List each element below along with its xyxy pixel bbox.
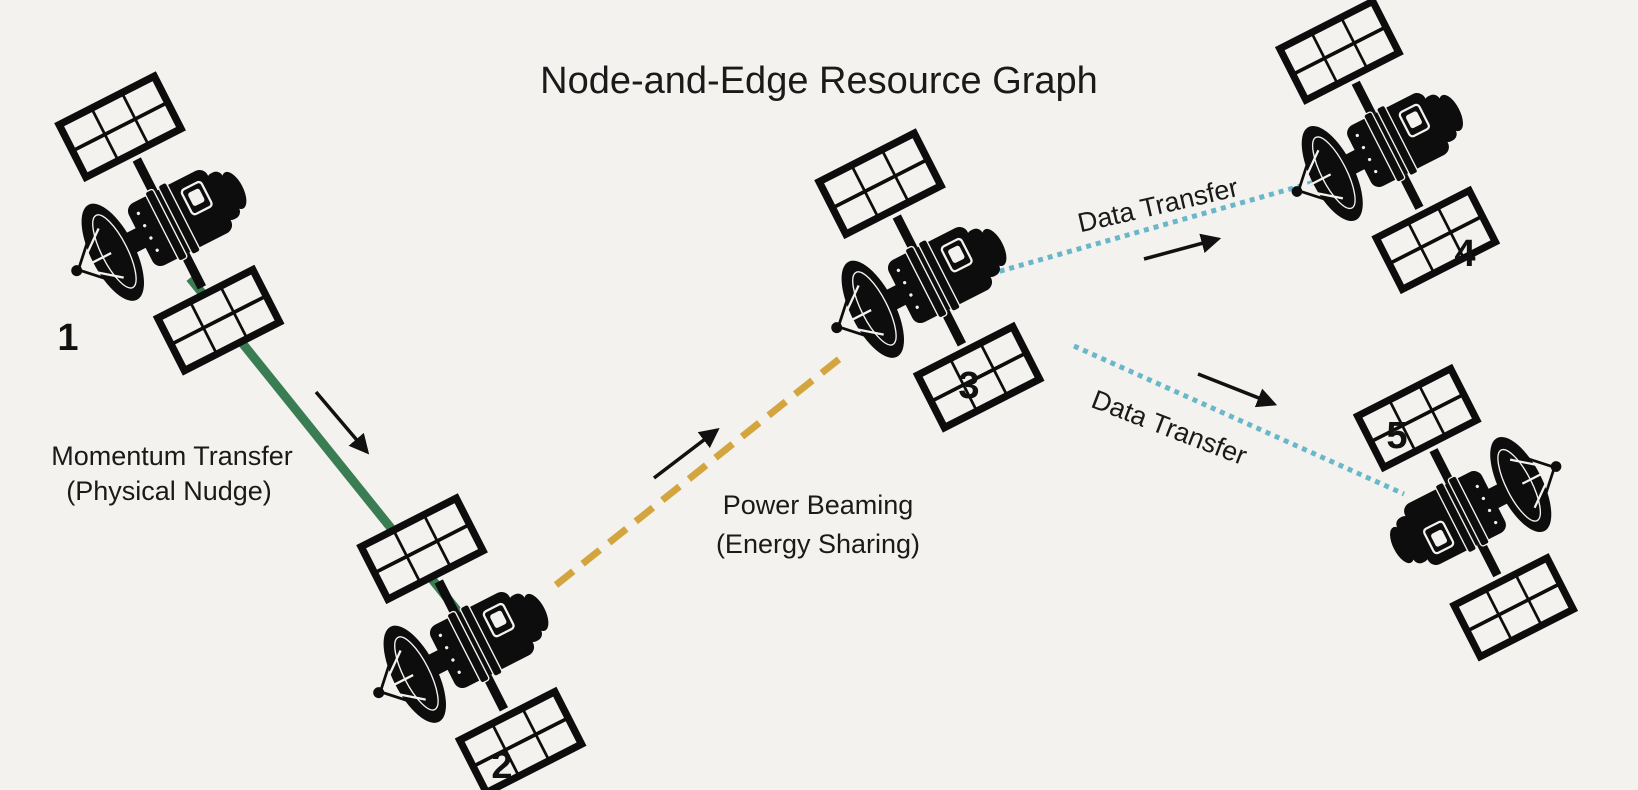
node-1-label: 1 (57, 317, 78, 359)
data-35-direction-arrow (1197, 372, 1278, 408)
power-label-line2: (Energy Sharing) (716, 529, 920, 559)
satellite-node-1-icon (6, 59, 308, 400)
momentum-label-line2: (Physical Nudge) (66, 476, 272, 506)
data-35-label: Data Transfer (1087, 384, 1250, 471)
power-label-line1: Power Beaming (723, 490, 914, 520)
node-5-label: 5 (1386, 415, 1407, 457)
power-direction-arrow (652, 427, 720, 480)
edge-data-35-line (1072, 343, 1406, 497)
momentum-label-line1: Momentum Transfer (51, 441, 293, 471)
edge-power-line (553, 349, 851, 588)
momentum-direction-arrow (314, 390, 370, 455)
satellite-node-5-icon (1330, 340, 1625, 673)
satellite-node-4-icon (1228, 0, 1523, 318)
satellite-node-2-icon (308, 481, 610, 790)
data-34-direction-arrow (1143, 233, 1222, 261)
node-3-label: 3 (958, 365, 979, 407)
diagram-title: Node-and-Edge Resource Graph (540, 60, 1098, 102)
node-2-label: 2 (491, 745, 512, 787)
node-4-label: 4 (1454, 233, 1475, 275)
satellite-node-3-icon (766, 116, 1068, 457)
